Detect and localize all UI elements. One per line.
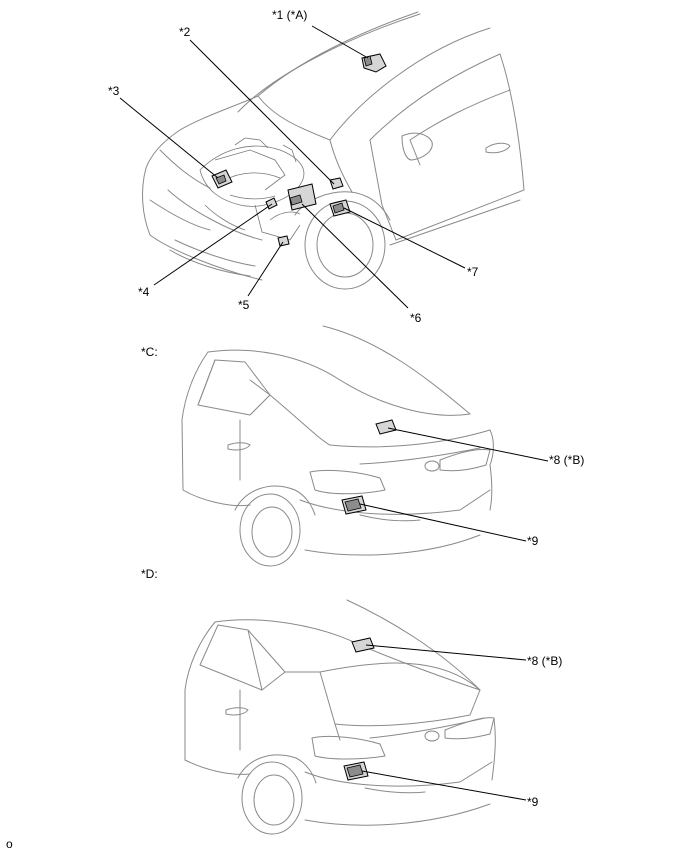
wagon-illustration xyxy=(184,599,496,835)
front-car-illustration xyxy=(142,11,525,290)
callout-3: *3 xyxy=(108,84,120,98)
view-label-sedan: *C: xyxy=(141,345,158,359)
callout-7: *7 xyxy=(467,265,479,279)
rear-view-mirror-part xyxy=(361,53,387,73)
leader-1 xyxy=(311,25,369,59)
callout-9-sedan: *9 xyxy=(527,534,539,548)
part-2 xyxy=(329,177,344,190)
wagon-part-9 xyxy=(343,761,369,781)
view-label-wagon: *D: xyxy=(141,567,158,581)
part-6-ecu xyxy=(287,183,317,211)
callout-1: *1 (*A) xyxy=(272,8,307,22)
callout-8-wagon: *8 (*B) xyxy=(527,654,562,668)
callout-2: *2 xyxy=(179,25,191,39)
sedan-part-8 xyxy=(375,419,397,435)
leader-9-wagon xyxy=(361,770,527,801)
sedan-illustration xyxy=(181,325,494,567)
wagon-part-8 xyxy=(351,637,375,653)
leader-5 xyxy=(247,241,284,297)
leader-4 xyxy=(153,203,273,286)
part-5 xyxy=(277,235,290,247)
callout-4: *4 xyxy=(138,285,150,299)
callout-6: *6 xyxy=(410,311,422,325)
leader-8-sedan xyxy=(387,427,549,462)
leader-9-sedan xyxy=(359,503,527,542)
sedan-part-9 xyxy=(341,495,367,515)
leader-2 xyxy=(189,39,335,185)
part-7 xyxy=(329,199,351,217)
part-3 xyxy=(211,169,233,189)
callout-8-sedan: *8 (*B) xyxy=(549,453,584,467)
leader-7 xyxy=(343,207,466,269)
callout-9-wagon: *9 xyxy=(527,795,539,809)
leader-8-wagon xyxy=(365,644,527,661)
callout-5: *5 xyxy=(238,298,250,312)
leader-3 xyxy=(119,97,219,179)
leader-6 xyxy=(301,203,409,309)
figure-code: o xyxy=(6,837,13,851)
